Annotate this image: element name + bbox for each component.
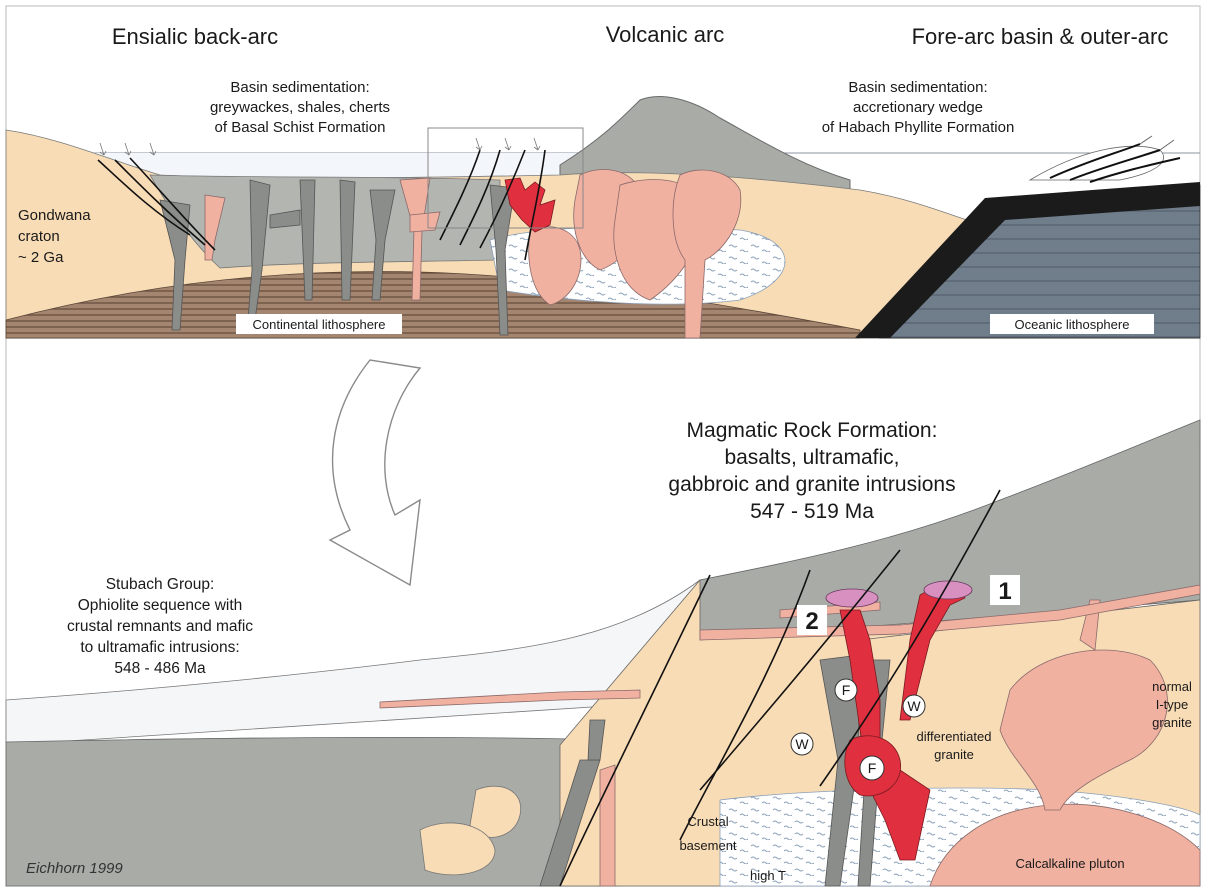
right-note-line-2: accretionary wedge: [853, 99, 983, 116]
marker-w-right-label: W: [907, 698, 921, 714]
marker-2: 2: [805, 608, 818, 635]
right-note-line-3: of Habach Phyllite Formation: [822, 119, 1015, 136]
title-fore-arc: Fore-arc basin & outer-arc: [912, 24, 1169, 49]
craton-line-3: ~ 2 Ga: [18, 249, 64, 266]
right-note-line-1: Basin sedimentation:: [848, 79, 987, 96]
magmatic-line-1: Magmatic Rock Formation:: [687, 419, 938, 442]
stubach-line-3: crustal remnants and mafic: [67, 618, 253, 635]
diff-granite-2: granite: [934, 747, 974, 762]
stubach-line-4: to ultramafic intrusions:: [80, 639, 239, 656]
title-volcanic-arc: Volcanic arc: [606, 22, 725, 47]
marker-w-left-label: W: [795, 736, 809, 752]
title-back-arc: Ensialic back-arc: [112, 24, 278, 49]
stubach-line-5: 548 - 486 Ma: [114, 660, 206, 677]
left-note-line-3: of Basal Schist Formation: [215, 119, 386, 136]
magmatic-line-3: gabbroic and granite intrusions: [668, 473, 955, 496]
stubach-line-1: Stubach Group:: [106, 576, 215, 593]
left-note-line-2: greywackes, shales, cherts: [210, 99, 390, 116]
pluton-label: Calcalkaline pluton: [1015, 856, 1124, 871]
normal-granite-1: normal: [1152, 679, 1192, 694]
marker-f-lower-label: F: [868, 760, 877, 776]
stubach-line-2: Ophiolite sequence with: [78, 597, 243, 614]
marker-f-upper-label: F: [842, 682, 851, 698]
oceanic-label: Oceanic lithosphere: [1015, 317, 1130, 332]
normal-granite-2: I-type: [1156, 697, 1189, 712]
crustal-basement-1: Crustal: [687, 814, 728, 829]
left-note-line-1: Basin sedimentation:: [230, 79, 369, 96]
high-t-label: high T: [750, 868, 786, 883]
magmatic-line-2: basalts, ultramafic,: [724, 446, 899, 469]
normal-granite-3: granite: [1152, 715, 1192, 730]
credit: Eichhorn 1999: [26, 860, 123, 877]
crustal-basement-2: basement: [679, 838, 736, 853]
craton-line-1: Gondwana: [18, 207, 91, 224]
marker-1: 1: [998, 578, 1011, 605]
craton-line-2: craton: [18, 228, 60, 245]
diff-granite-1: differentiated: [917, 729, 992, 744]
continental-label: Continental lithosphere: [253, 317, 386, 332]
chamber-2: [826, 589, 878, 607]
magmatic-line-4: 547 - 519 Ma: [750, 500, 874, 523]
